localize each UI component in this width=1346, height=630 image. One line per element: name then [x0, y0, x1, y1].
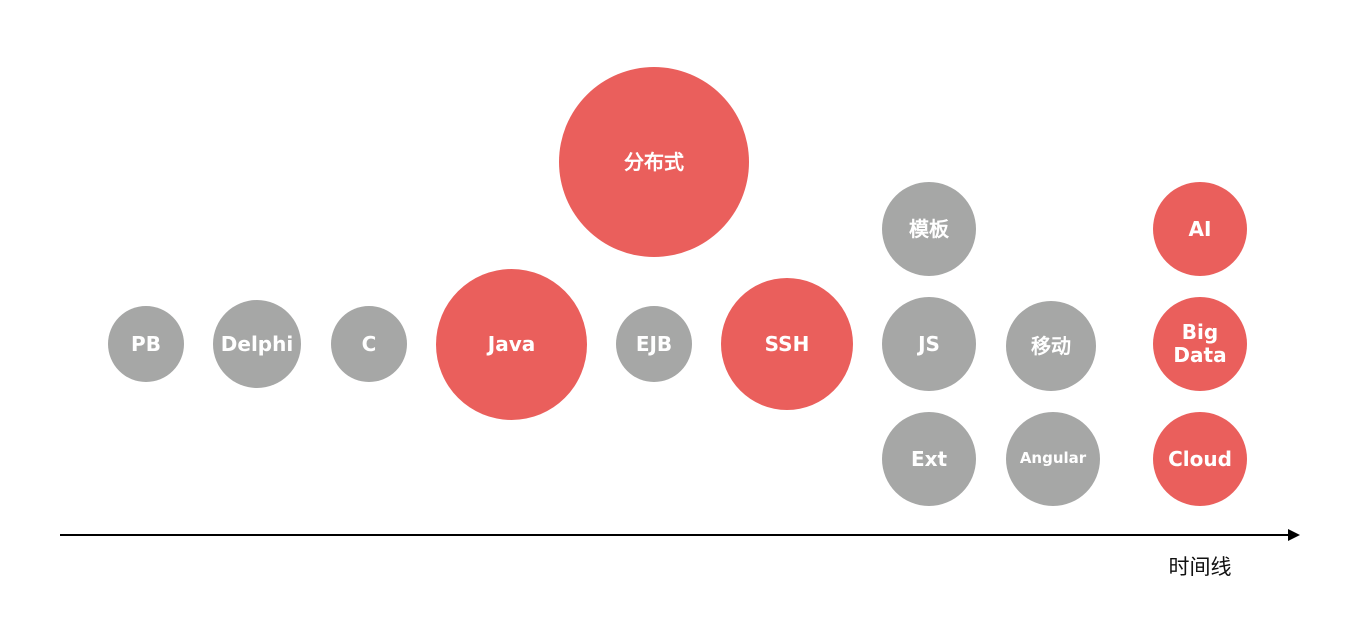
bubble-java: Java [436, 269, 587, 420]
bubble-cloud-label: Cloud [1168, 446, 1232, 471]
bubble-ext-label: Ext [910, 446, 948, 471]
bubble-bigdata: Big Data [1153, 297, 1247, 391]
bubble-pb: PB [108, 306, 184, 382]
bubble-delphi-label: Delphi [220, 331, 294, 356]
bubble-ai-label: AI [1188, 216, 1212, 241]
bubble-mobile-label: 移动 [1031, 333, 1071, 358]
bubble-java-label: Java [487, 332, 536, 356]
bubble-distributed: 分布式 [559, 67, 749, 257]
bubble-angular: Angular [1006, 412, 1100, 506]
bubble-c-label: C [361, 331, 377, 356]
bubble-cloud: Cloud [1153, 412, 1247, 506]
bubble-ssh: SSH [721, 278, 853, 410]
bubble-js-label: JS [918, 331, 940, 356]
bubble-template-label: 模板 [909, 216, 949, 241]
bubble-ejb-label: EJB [635, 331, 673, 356]
bubble-template: 模板 [882, 182, 976, 276]
bubble-bigdata-label: Big Data [1173, 320, 1227, 367]
bubble-pb-label: PB [131, 331, 161, 356]
bubble-c: C [331, 306, 407, 382]
timeline-arrow-icon [1288, 529, 1300, 541]
bubble-ssh-label: SSH [764, 331, 810, 356]
timeline-axis [60, 534, 1290, 536]
timeline-label: 时间线 [1168, 555, 1232, 579]
bubble-ejb: EJB [616, 306, 692, 382]
bubble-delphi: Delphi [213, 300, 301, 388]
bubble-mobile: 移动 [1006, 301, 1096, 391]
bubble-ai: AI [1153, 182, 1247, 276]
bubble-js: JS [882, 297, 976, 391]
bubble-ext: Ext [882, 412, 976, 506]
bubble-angular-label: Angular [1019, 449, 1087, 468]
bubble-distributed-label: 分布式 [624, 149, 684, 174]
